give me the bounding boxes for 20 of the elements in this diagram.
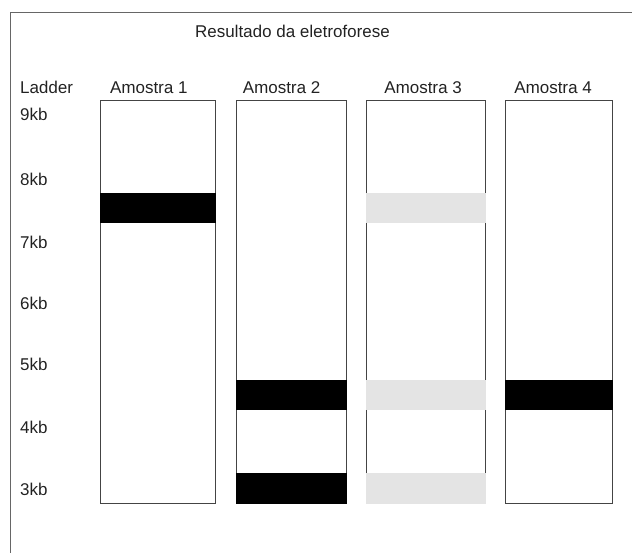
lane-heading: Amostra 3 — [383, 78, 463, 98]
dna-band — [100, 193, 216, 223]
size-marker-label: 7kb — [20, 233, 48, 253]
size-marker-label: 5kb — [20, 355, 48, 375]
dna-band — [366, 193, 486, 223]
dna-band — [236, 380, 347, 410]
lane-heading: Amostra 4 — [513, 78, 593, 98]
size-marker-label: 3kb — [20, 480, 48, 500]
size-marker-label: 4kb — [20, 418, 48, 438]
size-marker-label: 9kb — [20, 105, 48, 125]
ladder-label: Ladder — [20, 78, 73, 98]
lane-heading: Amostra 2 — [242, 78, 322, 98]
lane-heading: Amostra 1 — [110, 78, 188, 98]
title: Resultado da eletroforese — [195, 22, 390, 42]
dna-band — [236, 473, 347, 504]
dna-band — [505, 380, 613, 410]
size-marker-label: 6kb — [20, 294, 48, 314]
dna-band — [366, 473, 486, 504]
dna-band — [366, 380, 486, 410]
size-marker-label: 8kb — [20, 170, 48, 190]
